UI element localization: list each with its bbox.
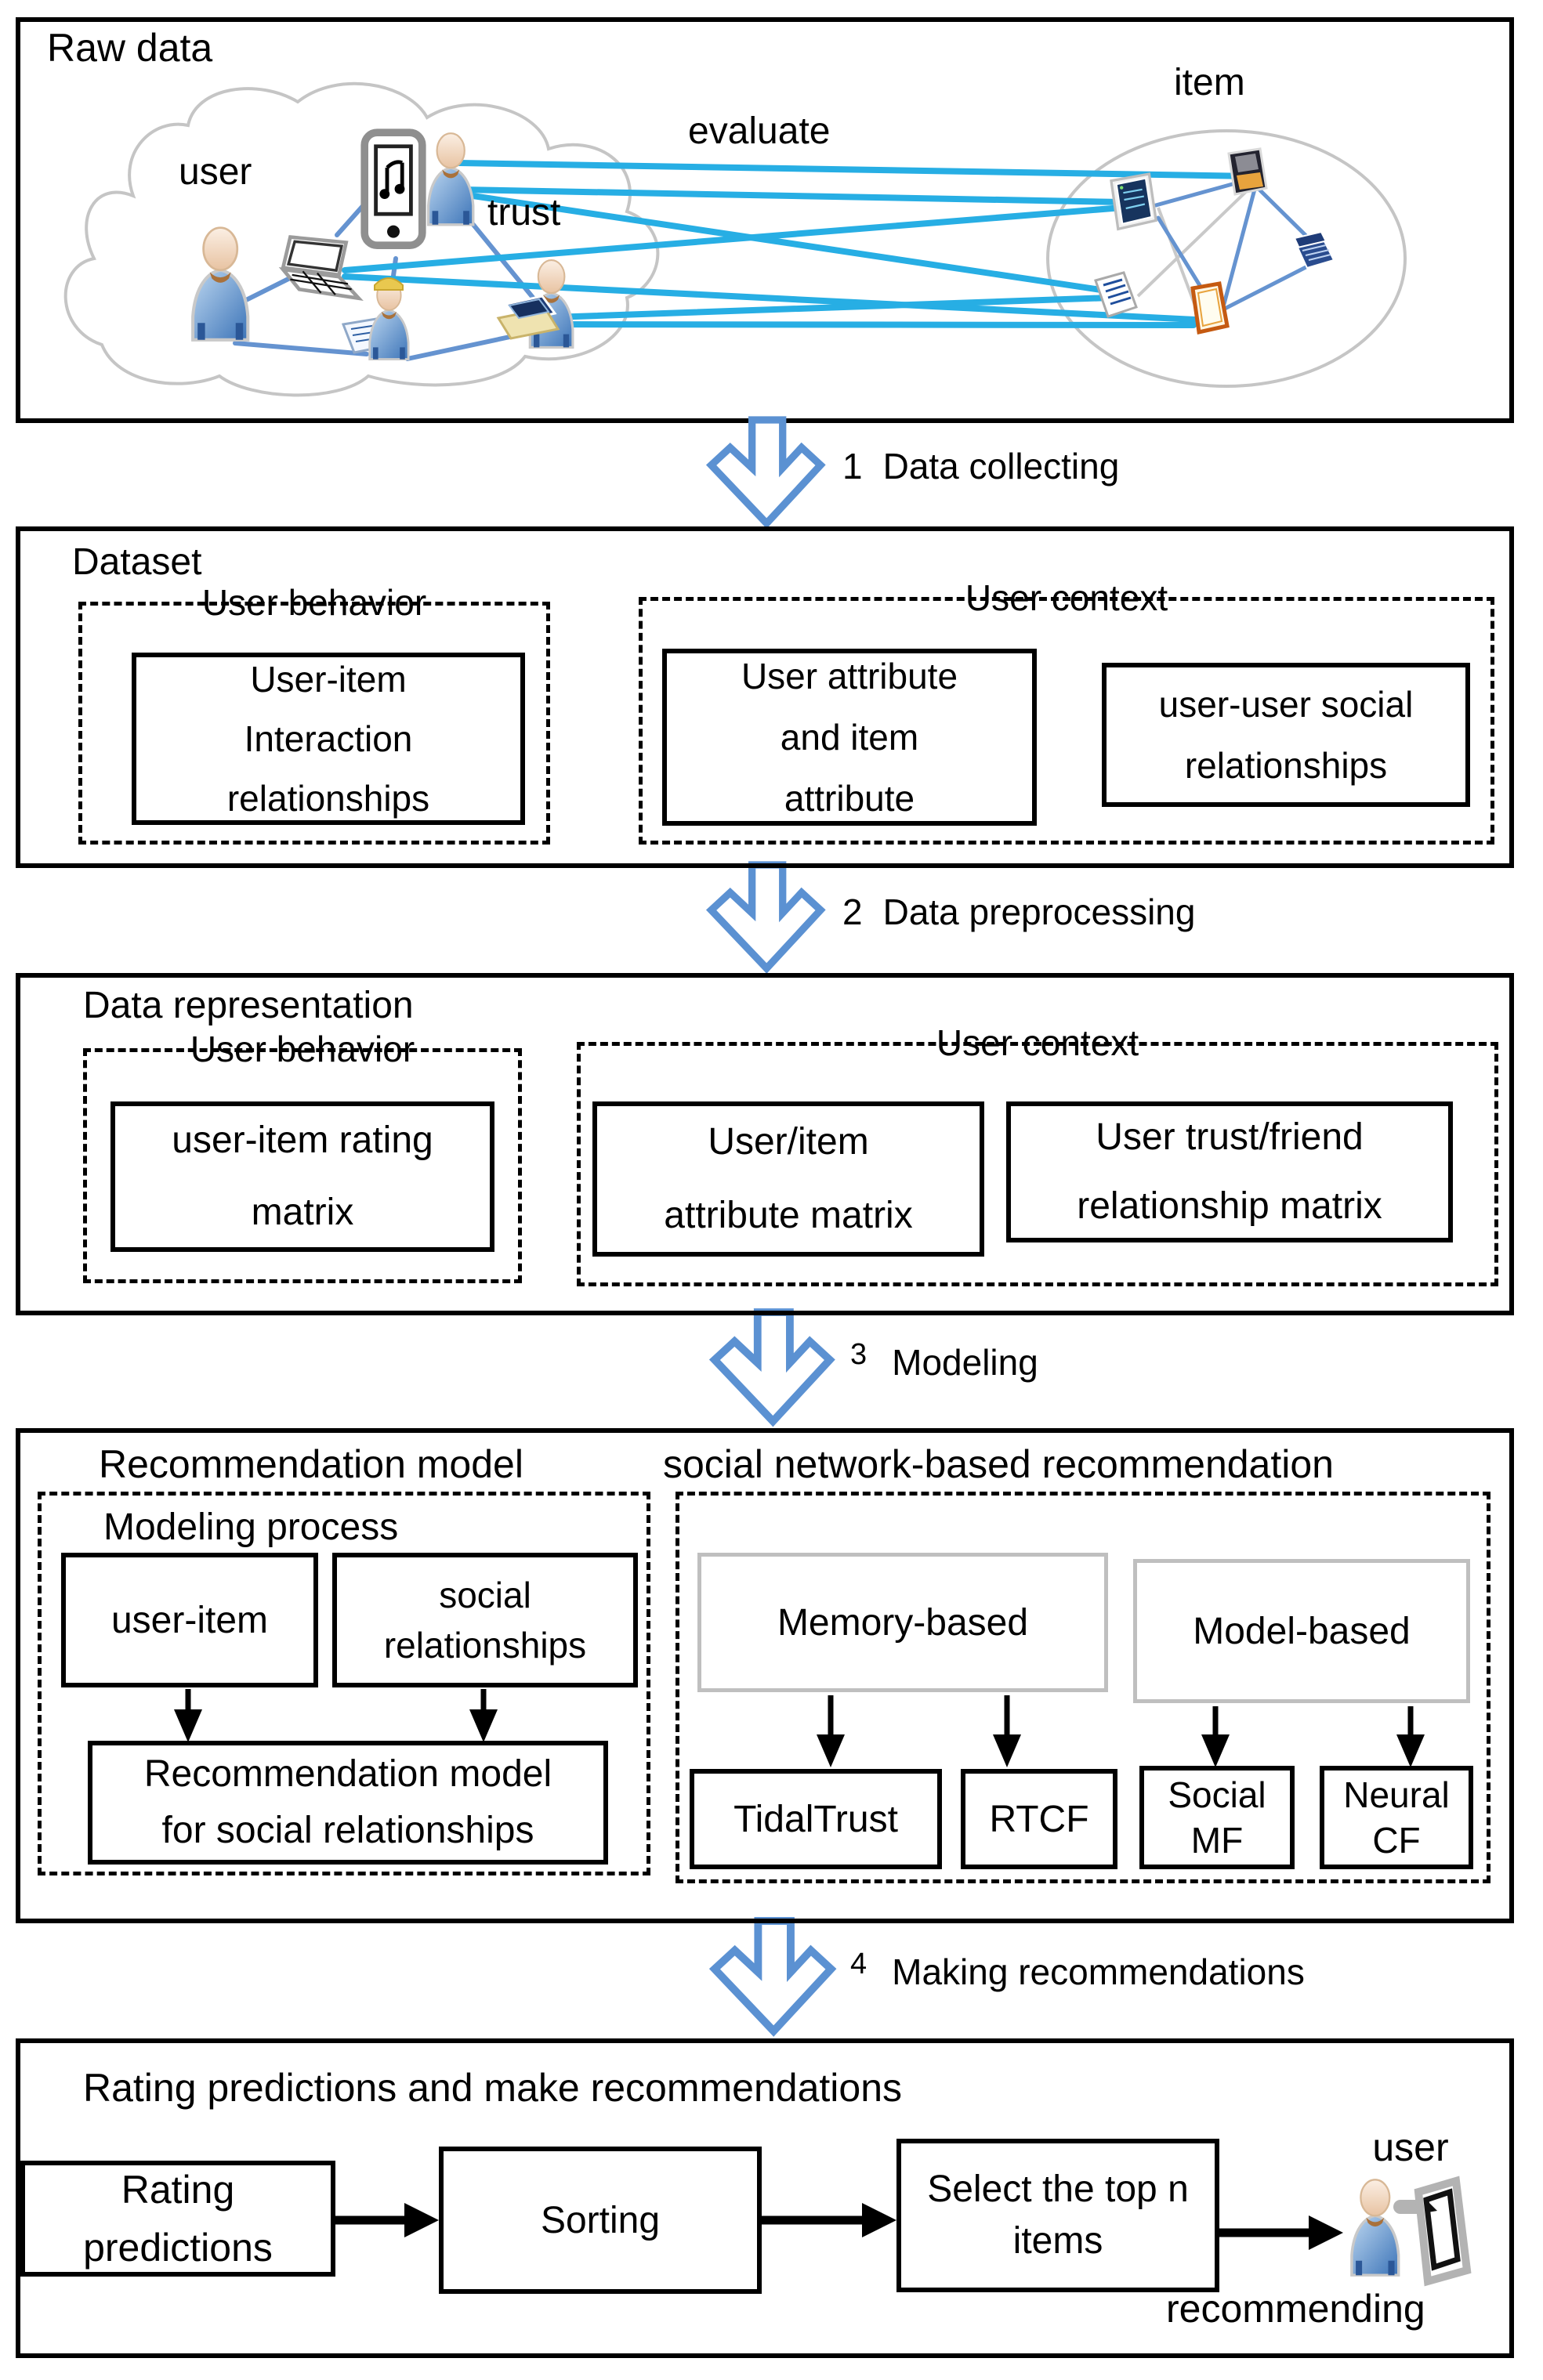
rating-predictions-title: Rating predictions and make recommendati… (83, 2066, 902, 2110)
recommend-user-label: user (1372, 2125, 1449, 2169)
step-2-arrow-down-icon (705, 861, 826, 974)
neural-cf-box: Neural CF (1320, 1766, 1473, 1869)
evaluate-label: evaluate (688, 110, 831, 152)
trust-label: trust (487, 192, 561, 233)
raw-data-panel (16, 17, 1514, 423)
social-relationships-box: social relationships (332, 1553, 638, 1687)
user-item-attribute-matrix-box: User/item attribute matrix (592, 1101, 984, 1257)
memory-based-box: Memory-based (697, 1553, 1108, 1692)
rating-predictions-box: Rating predictions (20, 2161, 335, 2277)
social-network-group (676, 1492, 1490, 1883)
representation-user-behavior-group (83, 1048, 522, 1283)
user-label: user (179, 151, 252, 193)
social-network-recommendation-title: social network-based recommendation (663, 1442, 1334, 1486)
representation-user-context-group (577, 1042, 1498, 1286)
dataset-title: Dataset (72, 541, 202, 583)
step-3-number: 3 (850, 1338, 867, 1371)
representation-user-behavior-title: User behavior (190, 1029, 415, 1069)
data-representation-panel (16, 973, 1514, 1315)
sorting-box: Sorting (439, 2147, 762, 2294)
step-4-arrow-down-icon (708, 1917, 837, 2037)
recommendation-model-title: Recommendation model (99, 1442, 523, 1486)
raw-data-title: Raw data (47, 26, 213, 70)
rtcf-box: RTCF (961, 1769, 1117, 1869)
data-representation-title: Data representation (83, 985, 414, 1026)
tidaltrust-box: TidalTrust (690, 1769, 942, 1869)
recommending-label: recommending (1166, 2287, 1425, 2331)
item-label: item (1174, 62, 1245, 103)
step-1-arrow-down-icon (705, 416, 826, 529)
dataset-user-context-group (639, 597, 1494, 845)
user-item-rating-matrix-box: user-item rating matrix (110, 1101, 494, 1252)
step-4-number: 4 (850, 1948, 867, 1980)
dataset-panel (16, 526, 1514, 868)
recommendation-model-panel (16, 1428, 1514, 1923)
recommendation-model-output-box: Recommendation model for social relation… (88, 1741, 608, 1865)
user-item-interaction-box: User-item Interaction relationships (132, 653, 525, 825)
step-2-number: 2 (842, 892, 863, 932)
dataset-user-behavior-group (78, 602, 550, 845)
user-trust-friend-matrix-box: User trust/friend relationship matrix (1006, 1101, 1453, 1242)
social-mf-box: Social MF (1139, 1766, 1295, 1869)
step-1-number: 1 (842, 446, 863, 486)
user-item-box: user-item (61, 1553, 318, 1687)
modeling-process-title: Modeling process (103, 1506, 399, 1548)
modeling-process-group (38, 1492, 650, 1875)
rating-predictions-panel (16, 2038, 1514, 2358)
user-item-attribute-box: User attribute and item attribute (662, 649, 1037, 826)
dataset-user-context-title: User context (965, 577, 1168, 618)
dataset-user-behavior-title: User behavior (201, 582, 427, 623)
select-top-n-box: Select the top n items (896, 2139, 1219, 2292)
step-3-arrow-down-icon (708, 1308, 835, 1427)
user-user-social-box: user-user social relationships (1102, 663, 1470, 807)
representation-user-context-title: User context (936, 1022, 1139, 1063)
model-based-box: Model-based (1133, 1559, 1470, 1703)
